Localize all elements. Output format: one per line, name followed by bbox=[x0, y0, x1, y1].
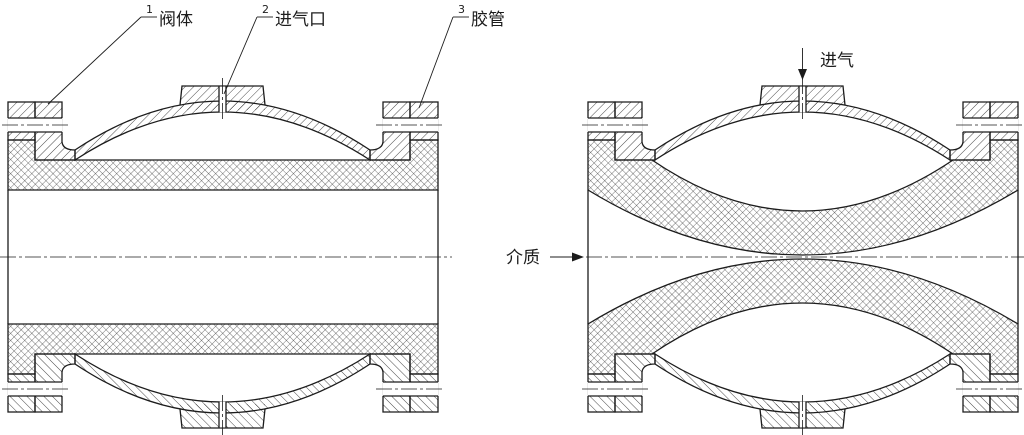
callout-2-number: 2 bbox=[262, 3, 269, 16]
air-inlet-arrowhead bbox=[798, 69, 807, 80]
callout-1-leader bbox=[47, 16, 142, 105]
open-valve-view bbox=[0, 77, 452, 435]
callout-2-leader bbox=[223, 16, 258, 95]
body-upper bbox=[1, 77, 444, 161]
medium-arrowhead bbox=[572, 252, 584, 262]
callout-2: 2 进气口 bbox=[223, 3, 326, 95]
callout-2-label: 进气口 bbox=[275, 10, 326, 30]
medium-label: 介质 bbox=[506, 248, 540, 268]
body-upper bbox=[581, 77, 1024, 161]
callout-1: 1 阀体 bbox=[47, 3, 193, 105]
callout-1-number: 1 bbox=[146, 3, 153, 16]
tube-lower bbox=[7, 323, 439, 375]
callout-3-label: 胶管 bbox=[471, 10, 505, 30]
air-inlet-indicator: 进气 bbox=[798, 48, 854, 80]
callout-3-leader bbox=[418, 16, 454, 109]
medium-flow-indicator: 介质 bbox=[506, 248, 584, 268]
callout-3-number: 3 bbox=[458, 3, 465, 16]
body-lower bbox=[1, 353, 444, 435]
body-lower bbox=[581, 353, 1024, 435]
tube-upper bbox=[7, 139, 439, 191]
callout-1-label: 阀体 bbox=[159, 10, 193, 30]
air-inlet-label: 进气 bbox=[820, 51, 854, 71]
closed-valve-view bbox=[581, 77, 1024, 435]
callout-3: 3 胶管 bbox=[418, 3, 505, 109]
